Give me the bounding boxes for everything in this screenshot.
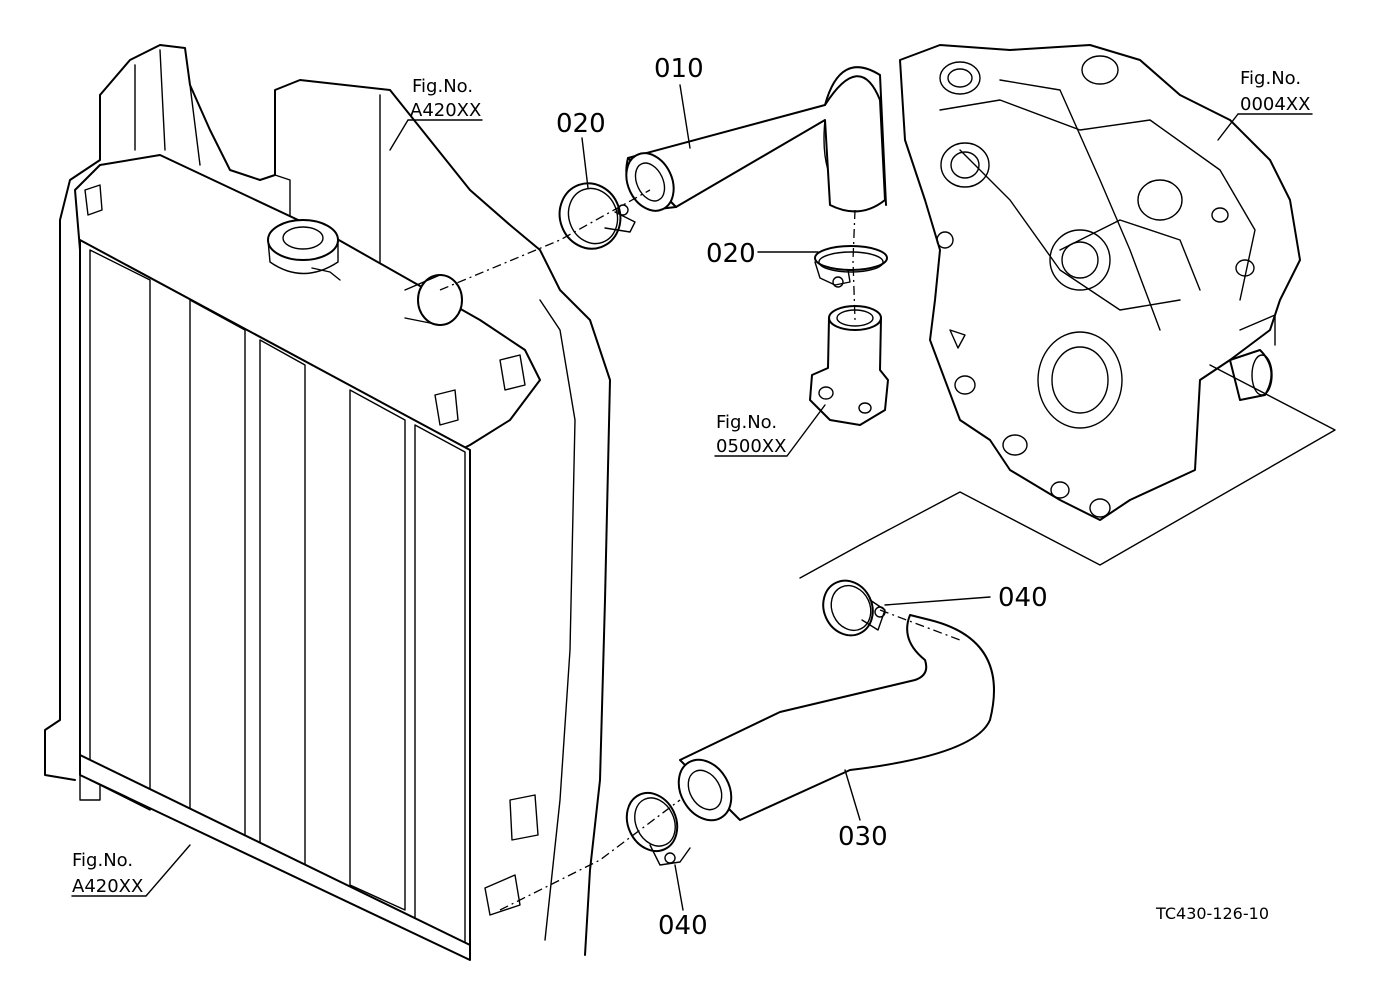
engine-water-pump-outlet	[1229, 349, 1273, 401]
upper-hose	[625, 66, 887, 213]
hose-clamp-040-lower	[625, 791, 691, 866]
shroud-left-edge	[44, 94, 101, 781]
fig-ref-engine-label: Fig.No.	[1240, 68, 1301, 89]
radiator-assembly	[44, 44, 611, 961]
fig-ref-radiator-bottom-code: A420XX	[72, 876, 143, 897]
mount-bracket-right	[434, 389, 459, 426]
radiator-bottom-tank	[79, 754, 471, 961]
mount-bracket-left	[84, 184, 103, 216]
engine-block	[899, 44, 1301, 521]
assembly-centerlines	[439, 189, 1336, 911]
part-label-040-lower: 040	[658, 911, 708, 941]
bottom-bracket	[79, 774, 101, 801]
shroud-outline	[99, 44, 611, 956]
part-label-020-left: 020	[556, 109, 606, 139]
lower-hose	[677, 614, 995, 822]
fig-ref-thermostat-label: Fig.No.	[716, 412, 777, 433]
radiator-upper-outlet	[404, 274, 463, 326]
part-labels: 010 020 020 040 030 040	[556, 54, 1048, 941]
part-label-020-right: 020	[706, 239, 756, 269]
fig-ref-thermostat-code: 0500XX	[716, 436, 786, 457]
thermostat-housing	[809, 305, 889, 426]
leader-lines	[71, 84, 1313, 911]
hose-clamp-040-upper	[822, 579, 886, 637]
hose-clamp-020-right	[814, 245, 888, 288]
mount-bracket-far	[499, 354, 526, 391]
shroud-inner-edge	[539, 299, 576, 941]
drawing-code: TC430-126-10	[1155, 904, 1269, 923]
part-label-010: 010	[654, 54, 704, 84]
figure-references: Fig.No. A420XX Fig.No. 0004XX Fig.No. 05…	[72, 68, 1310, 897]
fig-ref-radiator-bottom-label: Fig.No.	[72, 850, 133, 871]
shroud-ribs	[134, 49, 201, 166]
radiator-cap	[267, 219, 341, 281]
hose-clamp-020-left	[558, 182, 636, 250]
radiator-lower-outlet	[484, 874, 521, 916]
part-label-040-upper: 040	[998, 583, 1048, 613]
fig-ref-radiator-top-label: Fig.No.	[412, 76, 473, 97]
part-label-030: 030	[838, 822, 888, 852]
fig-ref-engine-code: 0004XX	[1240, 94, 1310, 115]
bottom-lower-bracket	[509, 794, 539, 841]
fig-ref-radiator-top-code: A420XX	[410, 100, 481, 121]
